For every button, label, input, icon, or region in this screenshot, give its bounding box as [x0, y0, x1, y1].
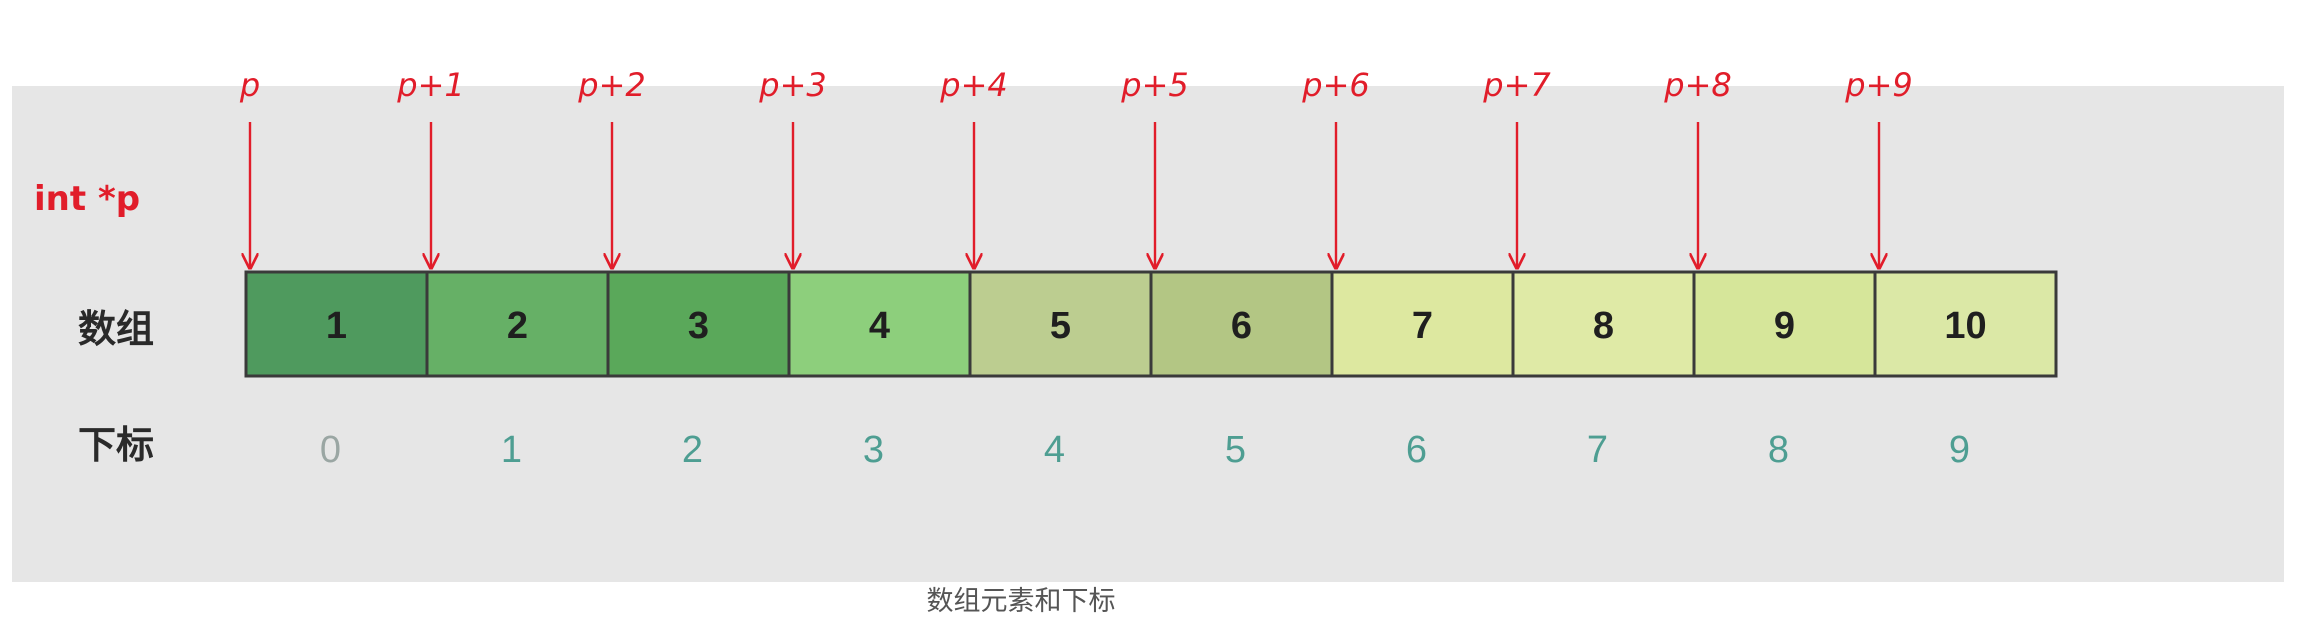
index-label: 8 — [1768, 429, 1789, 471]
pointer-arrow: p — [239, 66, 260, 268]
cell-box — [787, 270, 972, 378]
pointer-label: p+3 — [758, 66, 826, 104]
pointer-arrow: p+9 — [1844, 66, 1913, 268]
cell-value: 1 — [326, 305, 347, 347]
index-label: 0 — [320, 429, 341, 471]
cell-value: 10 — [1944, 305, 1986, 347]
array-cells: 1 2 3 4 5 6 7 8 9 10 — [244, 270, 2058, 378]
cell-box — [1873, 270, 2058, 378]
cell-box — [1149, 270, 1334, 378]
cell-box — [1330, 270, 1515, 378]
index-label: 7 — [1587, 429, 1608, 471]
cell-value: 9 — [1774, 305, 1795, 347]
cell-value: 2 — [507, 305, 528, 347]
pointer-arrow: p+4 — [939, 66, 1008, 268]
pointer-label: p+6 — [1301, 66, 1369, 104]
index-label: 4 — [1044, 429, 1065, 471]
pointer-label: p+2 — [577, 66, 645, 104]
pointer-arrow: p+6 — [1301, 66, 1370, 268]
array-cell: 4 — [787, 270, 972, 378]
pointer-label: p+1 — [396, 66, 464, 104]
pointer-label: p+7 — [1482, 66, 1551, 104]
cell-box — [968, 270, 1153, 378]
array-cell: 3 — [606, 270, 791, 378]
index-label: 2 — [682, 429, 703, 471]
cell-box — [1692, 270, 1877, 378]
cell-value: 5 — [1050, 305, 1071, 347]
index-row: 0 1 2 3 4 5 6 7 8 9 — [320, 429, 1970, 471]
pointer-arrow: p+5 — [1120, 66, 1189, 268]
index-label: 1 — [501, 429, 522, 471]
pointer-label: p+4 — [939, 66, 1007, 104]
pointer-arrow: p+8 — [1663, 66, 1732, 268]
cell-value: 3 — [688, 305, 709, 347]
pointer-label: p+5 — [1120, 66, 1188, 104]
index-label: 9 — [1949, 429, 1970, 471]
array-cell: 2 — [425, 270, 610, 378]
cell-value: 7 — [1412, 305, 1433, 347]
pointer-arrows: p p+1 p+2 p+3 p+4 p+5 p+6 p+7 p+8 p+9 — [239, 66, 1913, 268]
index-label: 6 — [1406, 429, 1427, 471]
pointer-arrow: p+1 — [396, 66, 465, 268]
cell-value: 8 — [1593, 305, 1614, 347]
pointer-label: p+9 — [1844, 66, 1912, 104]
pointer-declaration: int *p — [34, 179, 140, 219]
index-label: 3 — [863, 429, 884, 471]
pointer-arrow: p+3 — [758, 66, 827, 268]
array-cell: 5 — [968, 270, 1153, 378]
array-cell: 6 — [1149, 270, 1334, 378]
figure-caption: 数组元素和下标 — [927, 586, 1116, 617]
row-label-index: 下标 — [78, 423, 154, 467]
cell-box — [425, 270, 610, 378]
pointer-arrow: p+7 — [1482, 66, 1551, 268]
array-cell: 9 — [1692, 270, 1877, 378]
pointer-arrow: p+2 — [577, 66, 646, 268]
pointer-label: p — [239, 66, 260, 104]
array-cell: 8 — [1511, 270, 1696, 378]
array-cell: 1 — [244, 270, 429, 378]
array-cell: 10 — [1873, 270, 2058, 378]
cell-box — [606, 270, 791, 378]
index-label: 5 — [1225, 429, 1246, 471]
row-label-array: 数组 — [78, 307, 154, 351]
cell-value: 6 — [1231, 305, 1252, 347]
cell-value: 4 — [869, 305, 890, 347]
array-cell: 7 — [1330, 270, 1515, 378]
pointer-label: p+8 — [1663, 66, 1731, 104]
